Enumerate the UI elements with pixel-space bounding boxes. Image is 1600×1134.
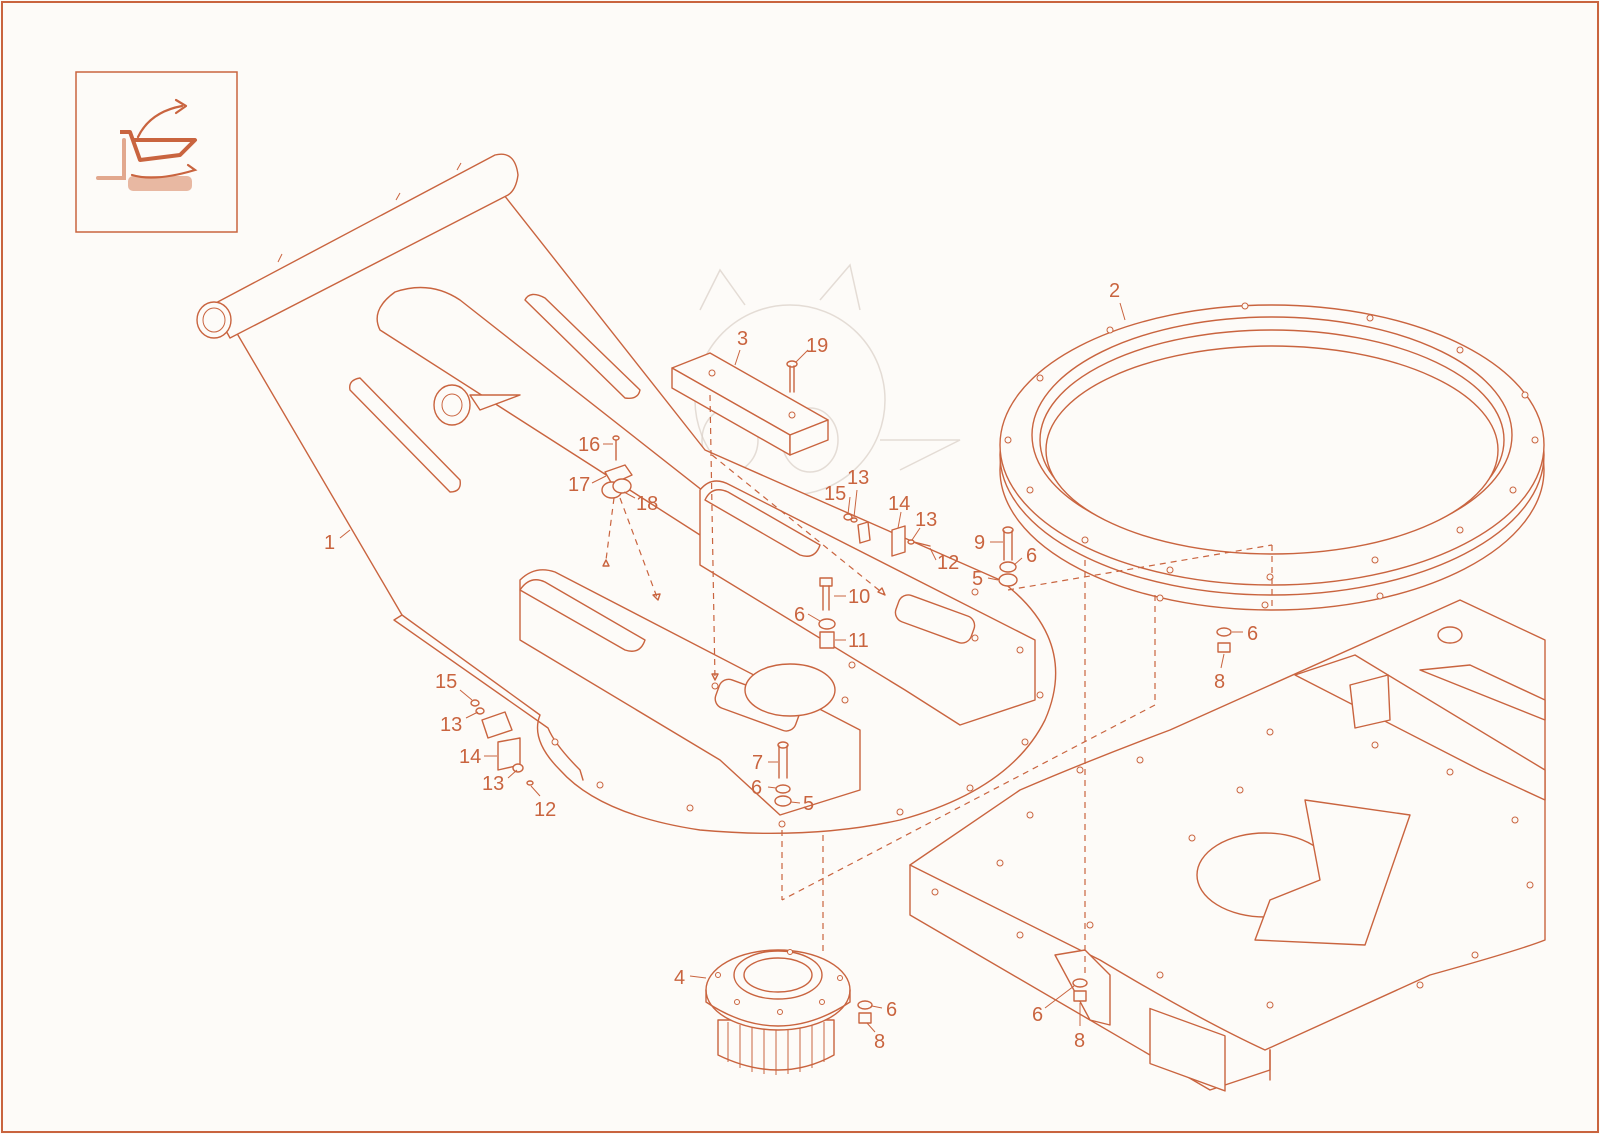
washer-nut-8-right (1216, 627, 1232, 653)
callout-9: 9 (974, 532, 985, 554)
hinge-bracket-right (843, 513, 931, 557)
leader-lines (339, 302, 1243, 1033)
bolt-7 (774, 741, 792, 807)
bolt-10 (818, 577, 836, 649)
callout-8-ring: 8 (1214, 671, 1225, 693)
callout-5-upper: 5 (972, 568, 983, 590)
callout-6-upper: 6 (1026, 545, 1037, 567)
washer-nut-8-base (1072, 978, 1088, 1002)
callout-2: 2 (1109, 280, 1120, 302)
callout-6-ring: 6 (1247, 623, 1258, 645)
callout-10: 10 (848, 586, 870, 608)
callout-6-lower: 6 (751, 777, 762, 799)
callout-19: 19 (806, 335, 828, 357)
assembly-lines (602, 394, 1273, 975)
part-3-block (671, 352, 829, 456)
callout-5-lower: 5 (803, 793, 814, 815)
callout-15-left: 15 (435, 671, 457, 693)
callout-15-right: 15 (824, 483, 846, 505)
part-2-slewing-ring (999, 302, 1545, 611)
bucket-rotate-icon (75, 71, 238, 233)
callout-12-right: 12 (937, 552, 959, 574)
callout-6-base: 6 (1032, 1004, 1043, 1026)
callout-8-base: 8 (1074, 1030, 1085, 1052)
callout-14-left: 14 (459, 746, 481, 768)
callout-12-left: 12 (534, 799, 556, 821)
callout-11: 11 (848, 630, 869, 652)
washer-nut-8-lower (857, 1000, 873, 1024)
callout-13-right-top: 13 (847, 467, 869, 489)
callout-6-gear: 6 (886, 999, 897, 1021)
callout-17: 17 (568, 474, 590, 496)
callout-13-left-top: 13 (440, 714, 462, 736)
hinge-bracket-left (470, 699, 534, 786)
bolt-9 (998, 526, 1018, 587)
callout-16: 16 (578, 434, 600, 456)
callout-7: 7 (752, 752, 763, 774)
callout-4: 4 (674, 967, 685, 989)
callout-14-right: 14 (888, 493, 910, 515)
callout-1: 1 (324, 532, 335, 554)
part-4-pinion-gear (705, 949, 851, 1075)
callout-labels: 1 2 3 19 16 17 18 15 13 14 13 12 9 6 5 1… (324, 280, 1258, 1053)
part-1-frame-arm (196, 153, 1057, 835)
callout-6-mid: 6 (794, 604, 805, 626)
callout-8-gear: 8 (874, 1031, 885, 1053)
callout-3: 3 (737, 328, 748, 350)
part-19-screw (786, 360, 798, 393)
callout-13-left: 13 (482, 773, 504, 795)
callout-13-right: 13 (915, 509, 937, 531)
base-chassis (909, 599, 1546, 1092)
part-16-17-18-clamp (601, 435, 633, 499)
callout-18: 18 (636, 493, 658, 515)
